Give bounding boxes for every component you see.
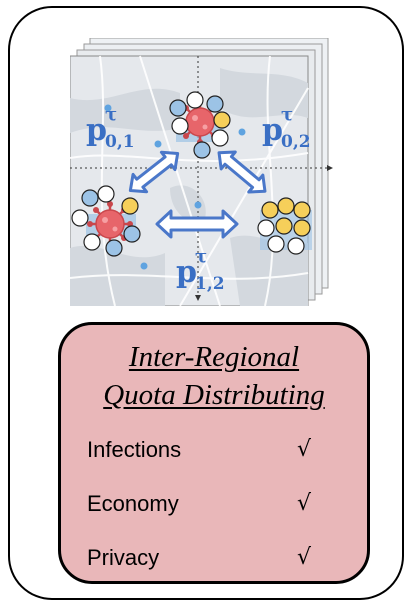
criterion-economy-check: √ (297, 491, 312, 516)
criterion-infections-check: √ (297, 437, 312, 462)
label-subscript: 1,2 (195, 274, 225, 294)
label-base: p (86, 113, 107, 148)
region-0-cluster (169, 91, 231, 159)
label-base: p (176, 255, 197, 290)
label-base: p (262, 113, 283, 148)
card-title-line-1: Inter-Regional (128, 341, 300, 373)
label-subscript: 0,1 (105, 132, 135, 152)
virus-icon (87, 201, 133, 247)
map-pin-icon (104, 104, 246, 270)
label-superscript: τ (195, 246, 208, 267)
smiley-face-icon (169, 91, 231, 159)
region-2-cluster (257, 197, 312, 255)
label-subscript: 0,2 (281, 132, 311, 152)
map-texture (70, 68, 308, 306)
label-superscript: τ (281, 104, 294, 125)
label-superscript: τ (105, 104, 118, 125)
criterion-privacy-check: √ (297, 545, 312, 570)
double-arrow-icon (128, 150, 267, 239)
map-roads (70, 55, 309, 306)
smiley-face-icon (71, 185, 141, 257)
card-title-line-2: Quota Distributing (103, 379, 325, 411)
smiley-face-icon (257, 197, 311, 255)
criterion-privacy-label: Privacy (87, 545, 160, 570)
criterion-economy-label: Economy (87, 491, 179, 516)
quota-distributing-card: Inter-Regional Quota Distributing Infect… (58, 322, 370, 584)
criterion-infections-label: Infections (87, 437, 182, 462)
region-1-cluster (71, 185, 141, 257)
map-illustration (70, 38, 333, 306)
